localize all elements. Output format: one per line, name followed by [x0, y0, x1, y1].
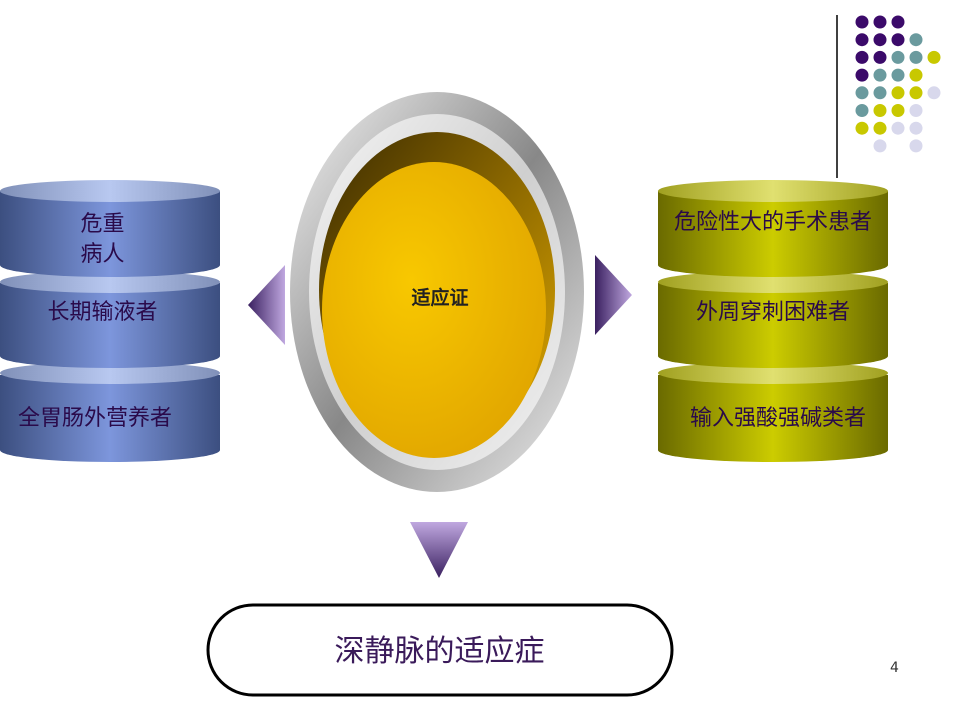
dot	[891, 86, 905, 100]
dot	[891, 33, 905, 47]
dot	[855, 50, 869, 64]
center-label: 适应证	[411, 287, 469, 309]
dot	[855, 121, 869, 135]
dot	[927, 50, 941, 64]
dot	[891, 121, 905, 135]
center-ellipse	[290, 92, 584, 492]
right-item-3: 输入强酸强碱类者	[689, 406, 866, 431]
right-item-2: 外周穿刺困难者	[695, 300, 850, 325]
dot	[909, 104, 923, 117]
right-item-1: 危险性大的手术患者	[673, 210, 872, 235]
dot	[927, 86, 941, 100]
dot	[909, 139, 923, 153]
dot	[855, 86, 869, 100]
page-number: 4	[890, 660, 899, 676]
dot	[855, 68, 869, 82]
dot	[909, 50, 923, 64]
dot	[855, 104, 869, 117]
dot	[855, 15, 869, 29]
dot	[873, 139, 887, 153]
dot	[873, 33, 887, 47]
dot	[855, 33, 869, 47]
dot	[873, 86, 887, 100]
dot	[909, 86, 923, 100]
dot	[873, 68, 887, 82]
left-item-1: 危重 病人	[80, 212, 125, 267]
dot	[909, 121, 923, 135]
dot	[873, 104, 887, 117]
right-cylinder-stack	[658, 180, 888, 462]
title-box	[206, 603, 674, 697]
left-item-3: 全胃肠外营养者	[17, 406, 172, 431]
decorative-dot-grid	[855, 15, 941, 153]
dot	[909, 68, 923, 82]
dot	[891, 68, 905, 82]
dot	[873, 15, 887, 29]
dot	[891, 15, 905, 29]
arrow-down	[410, 522, 468, 578]
slide-title: 深静脉的适应症	[334, 634, 545, 669]
left-item-2: 长期输液者	[47, 300, 158, 325]
arrow-right	[595, 255, 632, 335]
dot	[891, 50, 905, 64]
left-cylinder-stack	[0, 180, 220, 462]
dot	[873, 50, 887, 64]
dot	[909, 33, 923, 47]
dot	[891, 104, 905, 117]
arrow-left	[248, 265, 285, 345]
dot	[873, 121, 887, 135]
